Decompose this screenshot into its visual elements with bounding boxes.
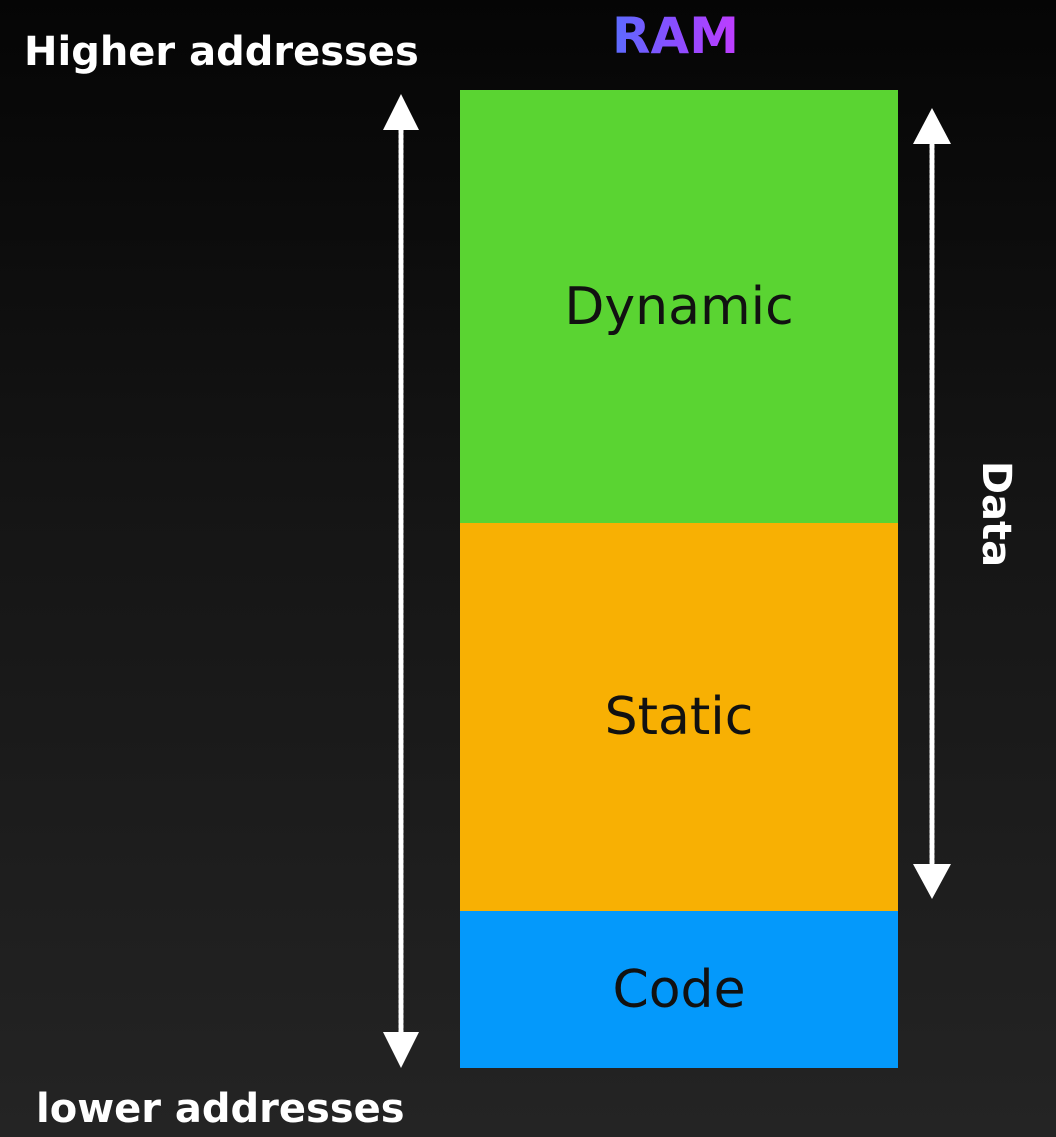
arrow-up-head-icon [913,108,951,144]
dynamic-segment-label: Dynamic [564,276,794,337]
dynamic-segment: Dynamic [460,90,898,523]
arrow-down-head-icon [913,864,951,899]
code-segment: Code [460,911,898,1068]
code-segment-label: Code [612,959,746,1020]
data-range-label-container: Data [956,444,1036,584]
arrow-up-head-icon [383,94,419,130]
address-range-arrow [383,94,419,1068]
arrow-down-head-icon [383,1032,419,1068]
data-range-label: Data [973,460,1019,568]
static-segment: Static [460,523,898,911]
diagram-title: RAM [612,7,739,65]
lower-addresses-label: lower addresses [36,1086,405,1132]
ram-block: Dynamic Static Code [460,90,898,1068]
data-range-arrow [913,108,951,899]
higher-addresses-label: Higher addresses [24,29,419,75]
static-segment-label: Static [604,687,754,747]
